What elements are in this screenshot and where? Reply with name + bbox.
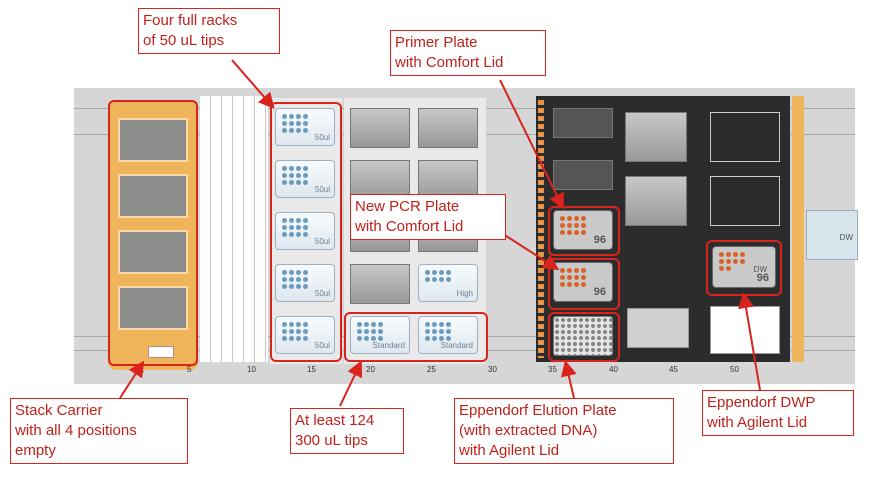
tip-rack-300-high[interactable]: High bbox=[418, 264, 478, 302]
plate-number: 96 bbox=[593, 234, 606, 246]
deck-tick: 25 bbox=[427, 365, 436, 374]
callout-line: with Comfort Lid bbox=[355, 218, 464, 235]
tip-rack-50ul[interactable]: 50ul bbox=[275, 212, 335, 250]
tip-rack-50ul[interactable]: 50ul bbox=[275, 264, 335, 302]
deck-tick: 40 bbox=[609, 365, 618, 374]
side-deep-well-plate[interactable]: DW bbox=[806, 210, 858, 260]
tip-rack-label: High bbox=[456, 289, 473, 298]
empty-tip-rack[interactable] bbox=[418, 108, 478, 148]
dark-deep-well-plate[interactable] bbox=[710, 176, 780, 226]
callout-line: with Agilent Lid bbox=[459, 442, 560, 459]
empty-tip-rack[interactable] bbox=[350, 108, 410, 148]
tip-rack-label: Standard bbox=[372, 341, 405, 350]
deck-tick: 10 bbox=[247, 365, 256, 374]
plate-number: 96 bbox=[593, 286, 606, 298]
deep-well-plate[interactable] bbox=[625, 176, 687, 226]
callout-primer-plate: Primer Plate with Comfort Lid bbox=[390, 30, 546, 76]
callout-line: with Comfort Lid bbox=[395, 54, 504, 71]
callout-line: (with extracted DNA) bbox=[459, 422, 598, 439]
stack-position[interactable] bbox=[118, 286, 188, 330]
deep-well-plate[interactable] bbox=[625, 112, 687, 162]
callout-elution-plate: Eppendorf Elution Plate (with extracted … bbox=[454, 398, 674, 464]
tip-rack-label: 50ul bbox=[314, 289, 330, 298]
tip-rack-label: 50ul bbox=[314, 341, 330, 350]
deck-tick: 15 bbox=[307, 365, 316, 374]
deck-tick: 50 bbox=[730, 365, 739, 374]
dark-deep-well-plate[interactable] bbox=[710, 112, 780, 162]
callout-line: of 50 uL tips bbox=[143, 32, 225, 49]
tip-rack-50ul[interactable]: 50ul bbox=[275, 160, 335, 198]
empty-grid-positions bbox=[200, 96, 268, 362]
highlight-primer-plate bbox=[548, 206, 620, 256]
tip-rack-50ul[interactable]: 50ul bbox=[275, 316, 335, 354]
deck-tick: 35 bbox=[548, 365, 557, 374]
highlight-pcr-plate bbox=[548, 258, 620, 310]
callout-pcr-plate: New PCR Plate with Comfort Lid bbox=[350, 194, 506, 240]
callout-line: Eppendorf DWP bbox=[707, 394, 816, 411]
empty-tip-rack[interactable] bbox=[418, 160, 478, 200]
new-pcr-plate[interactable]: 96 bbox=[553, 262, 613, 302]
callout-dwp: Eppendorf DWP with Agilent Lid bbox=[702, 390, 854, 436]
deck-tick: 30 bbox=[488, 365, 497, 374]
callout-50ul-tips: Four full racks of 50 uL tips bbox=[138, 8, 280, 54]
right-carrier-strip bbox=[792, 96, 804, 362]
highlight-elution-plate bbox=[548, 312, 620, 362]
highlight-300ul-tips bbox=[344, 312, 488, 362]
callout-line: with all 4 positions bbox=[15, 422, 137, 439]
stack-carrier[interactable] bbox=[108, 100, 198, 370]
tip-rack-300-standard[interactable]: Standard bbox=[350, 316, 410, 354]
empty-plate-position[interactable] bbox=[710, 306, 780, 354]
callout-line: At least 124 bbox=[295, 412, 375, 429]
callout-stack-carrier: Stack Carrier with all 4 positions empty bbox=[10, 398, 188, 464]
empty-tip-rack[interactable] bbox=[350, 160, 410, 200]
callout-line: Eppendorf Elution Plate bbox=[459, 402, 617, 419]
tip-rack-label: 50ul bbox=[314, 133, 330, 142]
callout-line: Four full racks bbox=[143, 12, 238, 29]
deck-tick: 45 bbox=[669, 365, 678, 374]
tip-rack-50ul[interactable]: 50ul bbox=[275, 108, 335, 146]
agilent-lid[interactable] bbox=[627, 308, 689, 348]
lid-park-position[interactable] bbox=[553, 108, 613, 138]
deck-tick: 20 bbox=[366, 365, 375, 374]
carrier-clip-strip bbox=[538, 100, 544, 358]
callout-line: New PCR Plate bbox=[355, 198, 460, 215]
callout-300ul-tips: At least 124 300 uL tips bbox=[290, 408, 404, 454]
callout-line: 300 uL tips bbox=[295, 432, 368, 449]
stack-position[interactable] bbox=[118, 230, 188, 274]
empty-tip-rack[interactable] bbox=[350, 264, 410, 304]
callout-line: Stack Carrier bbox=[15, 402, 103, 419]
primer-plate[interactable]: 96 bbox=[553, 210, 613, 250]
tip-rack-label: 50ul bbox=[314, 185, 330, 194]
callout-line: with Agilent Lid bbox=[707, 414, 808, 431]
stack-position[interactable] bbox=[118, 118, 188, 162]
tip-rack-300-standard[interactable]: Standard bbox=[418, 316, 478, 354]
tip-rack-label: 50ul bbox=[314, 237, 330, 246]
side-dw-label: DW bbox=[839, 233, 853, 242]
tip-rack-label: Standard bbox=[440, 341, 473, 350]
callout-line: empty bbox=[15, 442, 56, 459]
callout-line: Primer Plate bbox=[395, 34, 478, 51]
barcode-slot bbox=[148, 346, 174, 358]
elution-plate[interactable] bbox=[553, 316, 613, 356]
stack-position[interactable] bbox=[118, 174, 188, 218]
highlight-50ul-tips bbox=[270, 102, 342, 362]
dwp-number: 96 bbox=[756, 272, 769, 284]
lid-park-position[interactable] bbox=[553, 160, 613, 190]
highlight-stack-carrier bbox=[108, 100, 198, 366]
dwp-label: DW bbox=[753, 265, 767, 274]
deck-tick: 5 bbox=[187, 365, 192, 374]
